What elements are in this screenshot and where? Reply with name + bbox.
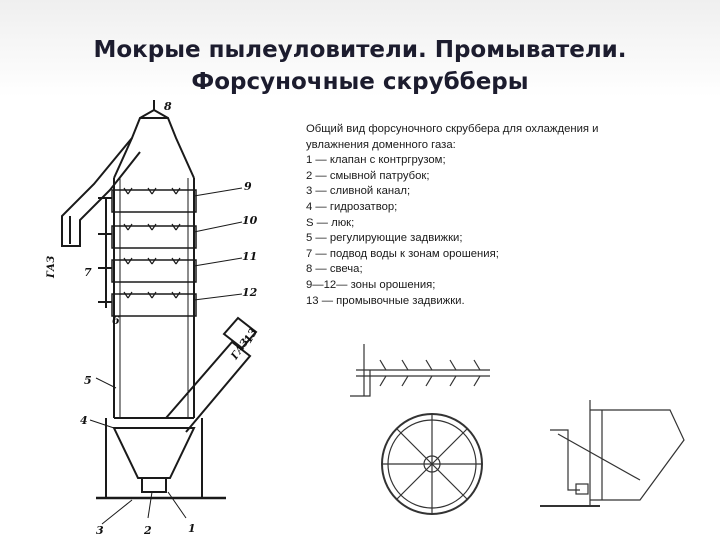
label-11: 11 (242, 250, 257, 263)
gas-outlet-label: ГАЗ (46, 256, 57, 279)
label-10: 10 (242, 214, 258, 227)
caption-item: 5 — регулирующие задвижки; (306, 232, 463, 245)
slide-title-line2: Форсуночные скрубберы (191, 69, 529, 95)
scrubber-detail-drawings (350, 344, 685, 515)
slide-title: Мокрые пылеуловители. Промыватели. Форсу… (0, 34, 720, 98)
label-1: 1 (188, 522, 196, 535)
label-2: 2 (143, 524, 152, 537)
caption-item: 4 — гидрозатвор; (306, 200, 398, 213)
caption-item: 13 — промывочные задвижки. (306, 294, 465, 307)
label-4: 4 (80, 414, 88, 427)
label-3: 3 (96, 524, 104, 537)
caption-item: 9—12— зоны орошения; (306, 278, 436, 291)
caption-item: 1 — клапан с контргрузом; (306, 154, 446, 167)
label-9: 9 (244, 180, 252, 193)
label-5: 5 (84, 374, 92, 387)
label-12: 12 (242, 286, 258, 299)
label-7: 7 (84, 266, 92, 279)
scrubber-general-view-drawing: 8 9 10 11 12 7 6 5 4 3 2 1 13 ГАЗ ГАЗ (46, 100, 260, 537)
caption-item: 3 — сливной канал; (306, 185, 411, 198)
label-6: 6 (112, 314, 120, 327)
caption-item: 7 — подвод воды к зонам орошения; (306, 247, 499, 260)
slide-title-line1: Мокрые пылеуловители. Промыватели. (93, 37, 627, 63)
caption-item: S — люк; (306, 216, 355, 229)
caption-heading-line2: увлажнения доменного газа: (306, 138, 456, 151)
caption-item: 8 — свеча; (306, 263, 363, 276)
caption-item: 2 — смывной патрубок; (306, 169, 430, 182)
figure-caption: Общий вид форсуночного скруббера для охл… (306, 122, 706, 309)
caption-heading-line1: Общий вид форсуночного скруббера для охл… (306, 123, 599, 135)
label-8: 8 (164, 100, 172, 113)
